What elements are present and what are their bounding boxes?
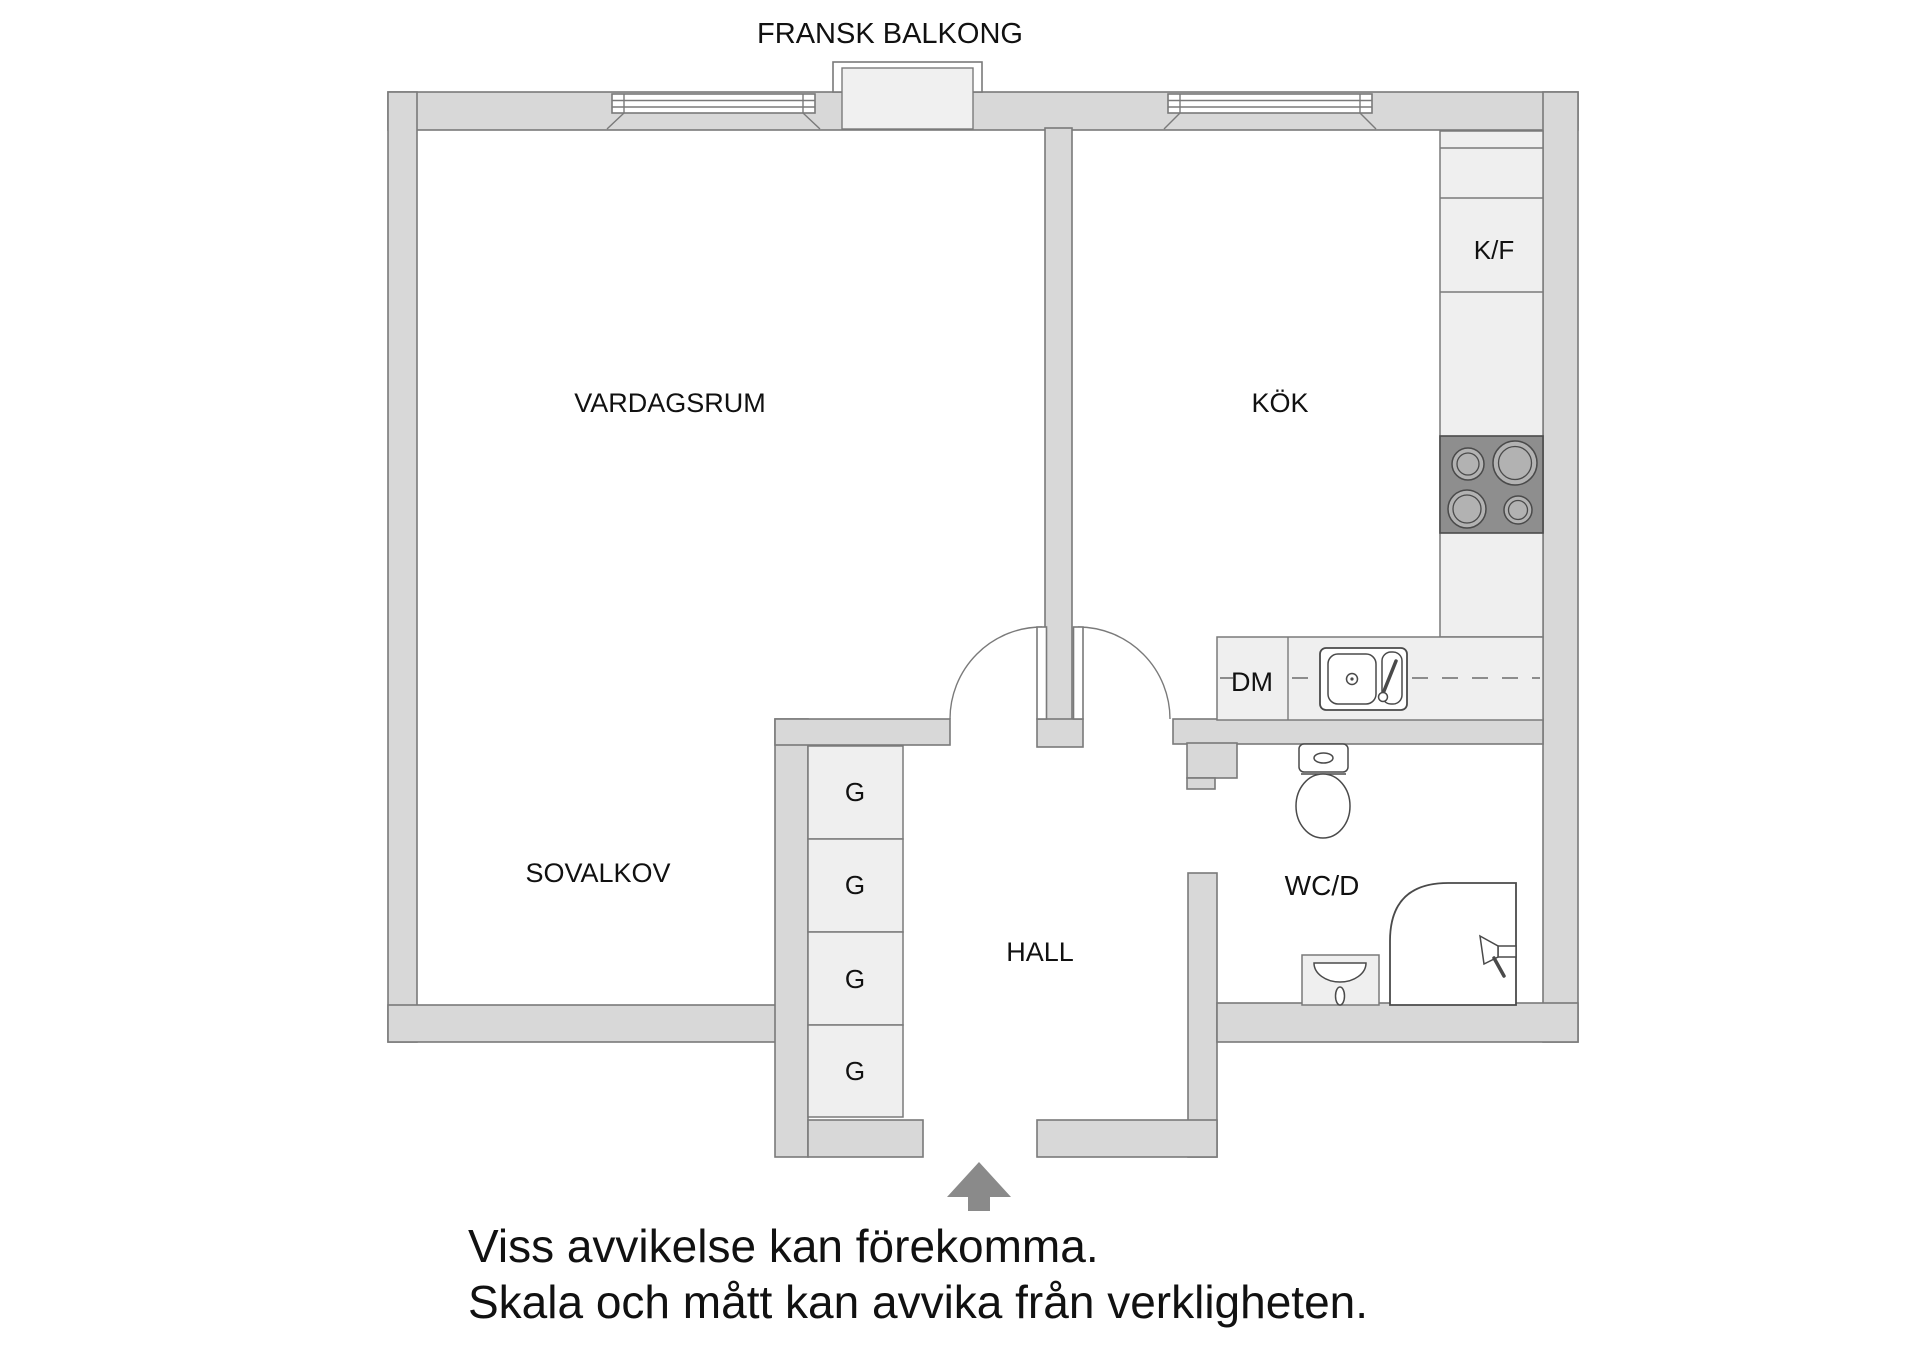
shower-icon: [1389, 882, 1517, 1006]
sink-icon: [1319, 647, 1408, 711]
walls: [387, 91, 1579, 1158]
wall-hall-top-left: [774, 718, 951, 746]
wall-right: [1542, 91, 1579, 1043]
wall-entry-left: [807, 1119, 924, 1158]
wall-alcove-bottom: [387, 1004, 809, 1043]
door-swing-arc: [949, 626, 1043, 720]
alcove-label: SOVALKOV: [525, 858, 670, 888]
wardrobe-box: [807, 838, 904, 933]
living-room-label: VARDAGSRUM: [574, 388, 766, 418]
door-leaf: [1036, 626, 1048, 720]
counter-column: [1439, 130, 1544, 638]
wardrobe-label: G: [845, 1056, 865, 1086]
disclaimer-line-2: Skala och mått kan avvika från verklighe…: [468, 1276, 1368, 1328]
stove-icon: [1439, 435, 1544, 534]
wall-entry-right: [1036, 1119, 1218, 1158]
wall-kitchen-bottom: [1172, 718, 1544, 745]
window-reveal: [1163, 112, 1181, 130]
wall-wc-pillar-step: [1186, 777, 1216, 790]
window-glass: [611, 93, 816, 114]
toilet-icon: [1295, 743, 1351, 839]
wall-door-post: [1036, 718, 1084, 748]
washbasin-icon: [1301, 954, 1380, 1006]
wardrobe-label: G: [845, 964, 865, 994]
wardrobe-label: G: [845, 777, 865, 807]
hall-label: HALL: [1006, 937, 1074, 967]
fridge-freezer-label: K/F: [1474, 235, 1514, 265]
wall-closet-west: [774, 718, 809, 1158]
dishwasher-label: DM: [1231, 667, 1273, 697]
wardrobe-box: [807, 931, 904, 1026]
wall-top: [387, 91, 1579, 131]
kitchen-counters: [1216, 130, 1544, 721]
entrance-arrow-icon: [947, 1162, 1011, 1211]
living-room-window: [606, 93, 821, 130]
french-balcony-door: [832, 61, 983, 130]
wc-label: WC/D: [1285, 870, 1360, 901]
balcony-door-opening: [841, 67, 974, 130]
door-swing-arc: [1077, 626, 1171, 720]
wardrobes: [807, 745, 904, 1118]
balcony-label: FRANSK BALKONG: [757, 18, 1023, 50]
disclaimer-line-1: Viss avvikelse kan förekomma.: [468, 1220, 1099, 1272]
window-reveal: [1359, 112, 1377, 130]
wall-living-kitchen-divider: [1044, 127, 1073, 722]
wall-hall-wc-divider: [1187, 872, 1218, 1158]
window-glass: [1167, 93, 1373, 114]
wardrobe-box: [807, 1024, 904, 1118]
kitchen-label: KÖK: [1251, 388, 1308, 418]
wall-left: [387, 91, 418, 1043]
wall-wc-pillar: [1186, 742, 1238, 779]
window-reveal: [606, 112, 625, 130]
wardrobe-label: G: [845, 870, 865, 900]
wall-wc-bottom: [1216, 1002, 1579, 1043]
window-reveal: [802, 112, 821, 130]
labels: FRANSK BALKONG VARDAGSRUM KÖK SOVALKOV H…: [468, 18, 1514, 1328]
interior-doors: [949, 626, 1171, 720]
kitchen-window: [1163, 93, 1377, 130]
wardrobe-box: [807, 745, 904, 840]
door-leaf: [1072, 626, 1084, 720]
